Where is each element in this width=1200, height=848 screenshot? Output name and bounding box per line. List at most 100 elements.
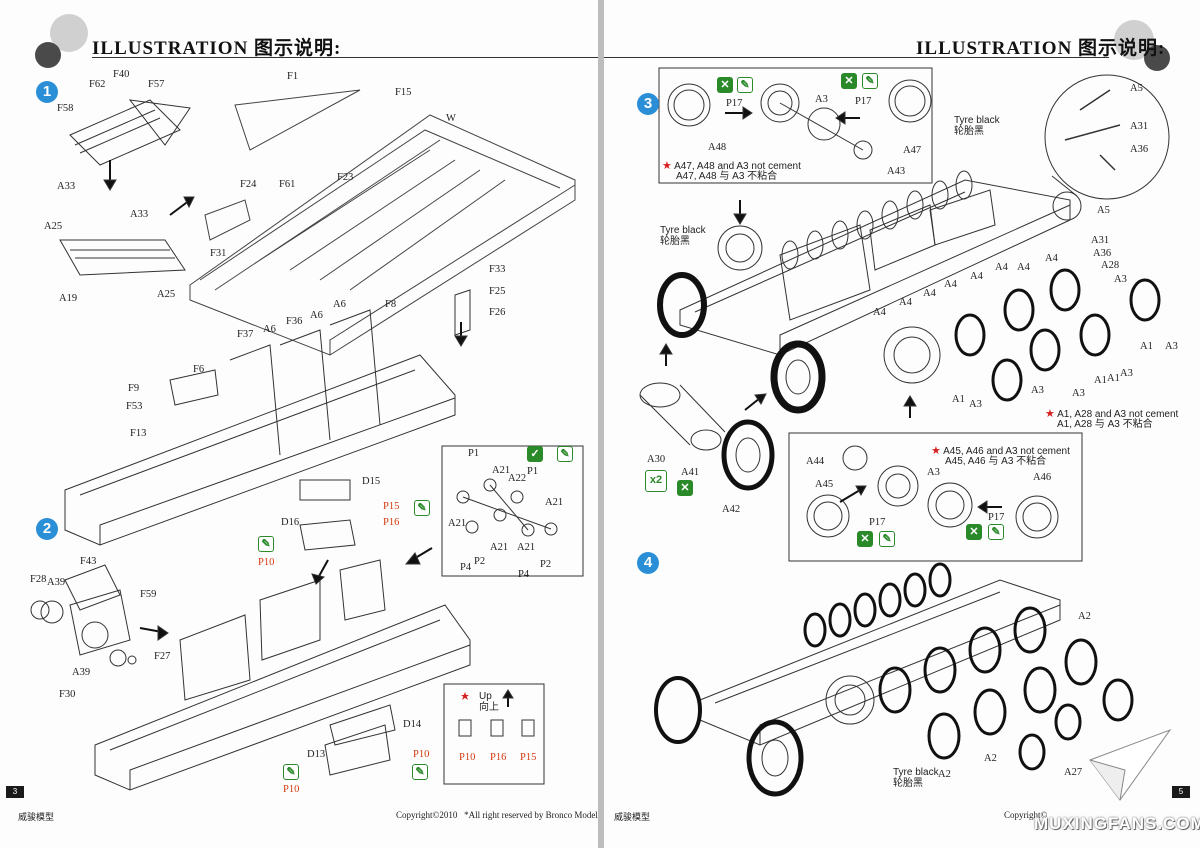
- part-label: A21: [490, 542, 509, 553]
- deco-circle-dark: [1144, 45, 1170, 71]
- cement-icon: ✎: [862, 73, 878, 89]
- cement-icon: ✎: [557, 446, 573, 462]
- part-label: F13: [130, 428, 147, 439]
- step-number-2: 2: [36, 518, 58, 540]
- part-label: A4: [1045, 253, 1058, 264]
- part-label: A4: [899, 297, 912, 308]
- part-label: A5: [1130, 83, 1143, 94]
- part-label: A45: [815, 479, 834, 490]
- part-label: A4: [873, 307, 886, 318]
- frame-mid: [64, 289, 471, 546]
- right-page: ILLUSTRATION 图示说明:: [604, 0, 1200, 848]
- part-label: D16: [281, 517, 300, 528]
- no-cement-icon: ✕: [677, 480, 693, 496]
- part-label: A3: [815, 94, 828, 105]
- part-label: A1: [1094, 375, 1107, 386]
- part-label: A4: [995, 262, 1008, 273]
- no-cement-icon: ✕: [966, 524, 982, 540]
- page-gutter: [598, 0, 604, 848]
- tyre-label-zh: 轮胎黑: [893, 778, 923, 789]
- part-label: P17: [988, 512, 1005, 523]
- step-number-1: 1: [36, 81, 58, 103]
- part-label: A6: [263, 324, 276, 335]
- part-label: D14: [403, 719, 422, 730]
- part-label: A31: [1130, 121, 1149, 132]
- part-label: A39: [72, 667, 91, 678]
- part-label: F40: [113, 69, 130, 80]
- part-label: W: [446, 113, 456, 124]
- legend-part-p16: P16: [490, 752, 507, 763]
- note-s3c-en: ★ A45, A46 and A3 not cement: [931, 445, 1070, 457]
- part-label: D15: [362, 476, 381, 487]
- tyre-label-zh: 轮胎黑: [954, 126, 984, 137]
- footer-brand-right: 威骏模型: [614, 812, 651, 822]
- part-label: A3: [1165, 341, 1178, 352]
- part-label: A21: [545, 497, 564, 508]
- part-label: A4: [944, 279, 957, 290]
- part-label: A48: [708, 142, 727, 153]
- part-label: A19: [59, 293, 78, 304]
- part-label: F6: [193, 364, 205, 375]
- part-label: F9: [128, 383, 140, 394]
- step-number-3: 3: [637, 93, 659, 115]
- part-label: A4: [923, 288, 936, 299]
- footer-brand-left: 威骏模型: [18, 812, 55, 822]
- part-label: A21: [492, 465, 511, 476]
- part-label: F37: [237, 329, 254, 340]
- note-s3c-zh: A45, A46 与 A3 不粘合: [945, 456, 1047, 467]
- part-label: A36: [1130, 144, 1149, 155]
- part-label: P17: [869, 517, 886, 528]
- cement-icon: ✎: [737, 77, 753, 93]
- part-label: A1: [952, 394, 965, 405]
- part-label: A33: [57, 181, 76, 192]
- part-label: F25: [489, 286, 506, 297]
- legend-up-en: Up: [479, 691, 492, 702]
- part-label: P2: [540, 559, 552, 570]
- part-label: A6: [333, 299, 346, 310]
- no-cement-icon: ✕: [857, 531, 873, 547]
- part-label: A42: [722, 504, 741, 515]
- part-label: A44: [806, 456, 825, 467]
- part-label: A39: [47, 577, 66, 588]
- part-label: A2: [938, 769, 951, 780]
- part-label: F58: [57, 103, 74, 114]
- assembly-illustration-left: [30, 89, 584, 791]
- tyre-label-en: Tyre black: [660, 225, 706, 236]
- part-label: A21: [517, 542, 536, 553]
- part-label: P16: [383, 517, 400, 528]
- engine-group: [30, 564, 137, 667]
- part-label: F26: [489, 307, 506, 318]
- part-label: A3: [1031, 385, 1044, 396]
- s4-vehicle: [654, 579, 1061, 797]
- part-label: A3: [1114, 274, 1127, 285]
- part-label: P4: [460, 562, 472, 573]
- note-s3-zh: A47, A48 与 A3 不粘合: [676, 171, 778, 182]
- part-label: F59: [140, 589, 157, 600]
- watermark-text: MUXINGFANS.COM: [1034, 814, 1200, 833]
- cement-icon: ✎: [988, 524, 1004, 540]
- cement-icon: ✎: [412, 764, 428, 780]
- page-number-left: 3: [6, 786, 24, 798]
- part-label: A22: [508, 473, 527, 484]
- part-label: P10: [258, 557, 275, 568]
- page-title-right: ILLUSTRATION 图示说明:: [916, 38, 1166, 59]
- page-title-left: ILLUSTRATION 图示说明:: [92, 38, 342, 59]
- s3-road-wheels: [954, 268, 1161, 402]
- quantity-badge: x2: [645, 470, 667, 492]
- part-label: A3: [969, 399, 982, 410]
- header-rule-left: [92, 57, 598, 58]
- part-label: P17: [855, 96, 872, 107]
- part-label: F43: [80, 556, 97, 567]
- legend-part-p15: P15: [520, 752, 537, 763]
- no-cement-icon: ✕: [841, 73, 857, 89]
- part-label: A5: [1097, 205, 1110, 216]
- no-cement-icon: ✕: [717, 77, 733, 93]
- part-label: A25: [157, 289, 176, 300]
- part-label: F36: [286, 316, 303, 327]
- part-label: F8: [385, 299, 397, 310]
- part-label: F30: [59, 689, 76, 700]
- legend-up-zh: 向上: [479, 702, 499, 713]
- page-number-right: 5: [1172, 786, 1190, 798]
- part-label: F57: [148, 79, 165, 90]
- part-label: A2: [1078, 611, 1091, 622]
